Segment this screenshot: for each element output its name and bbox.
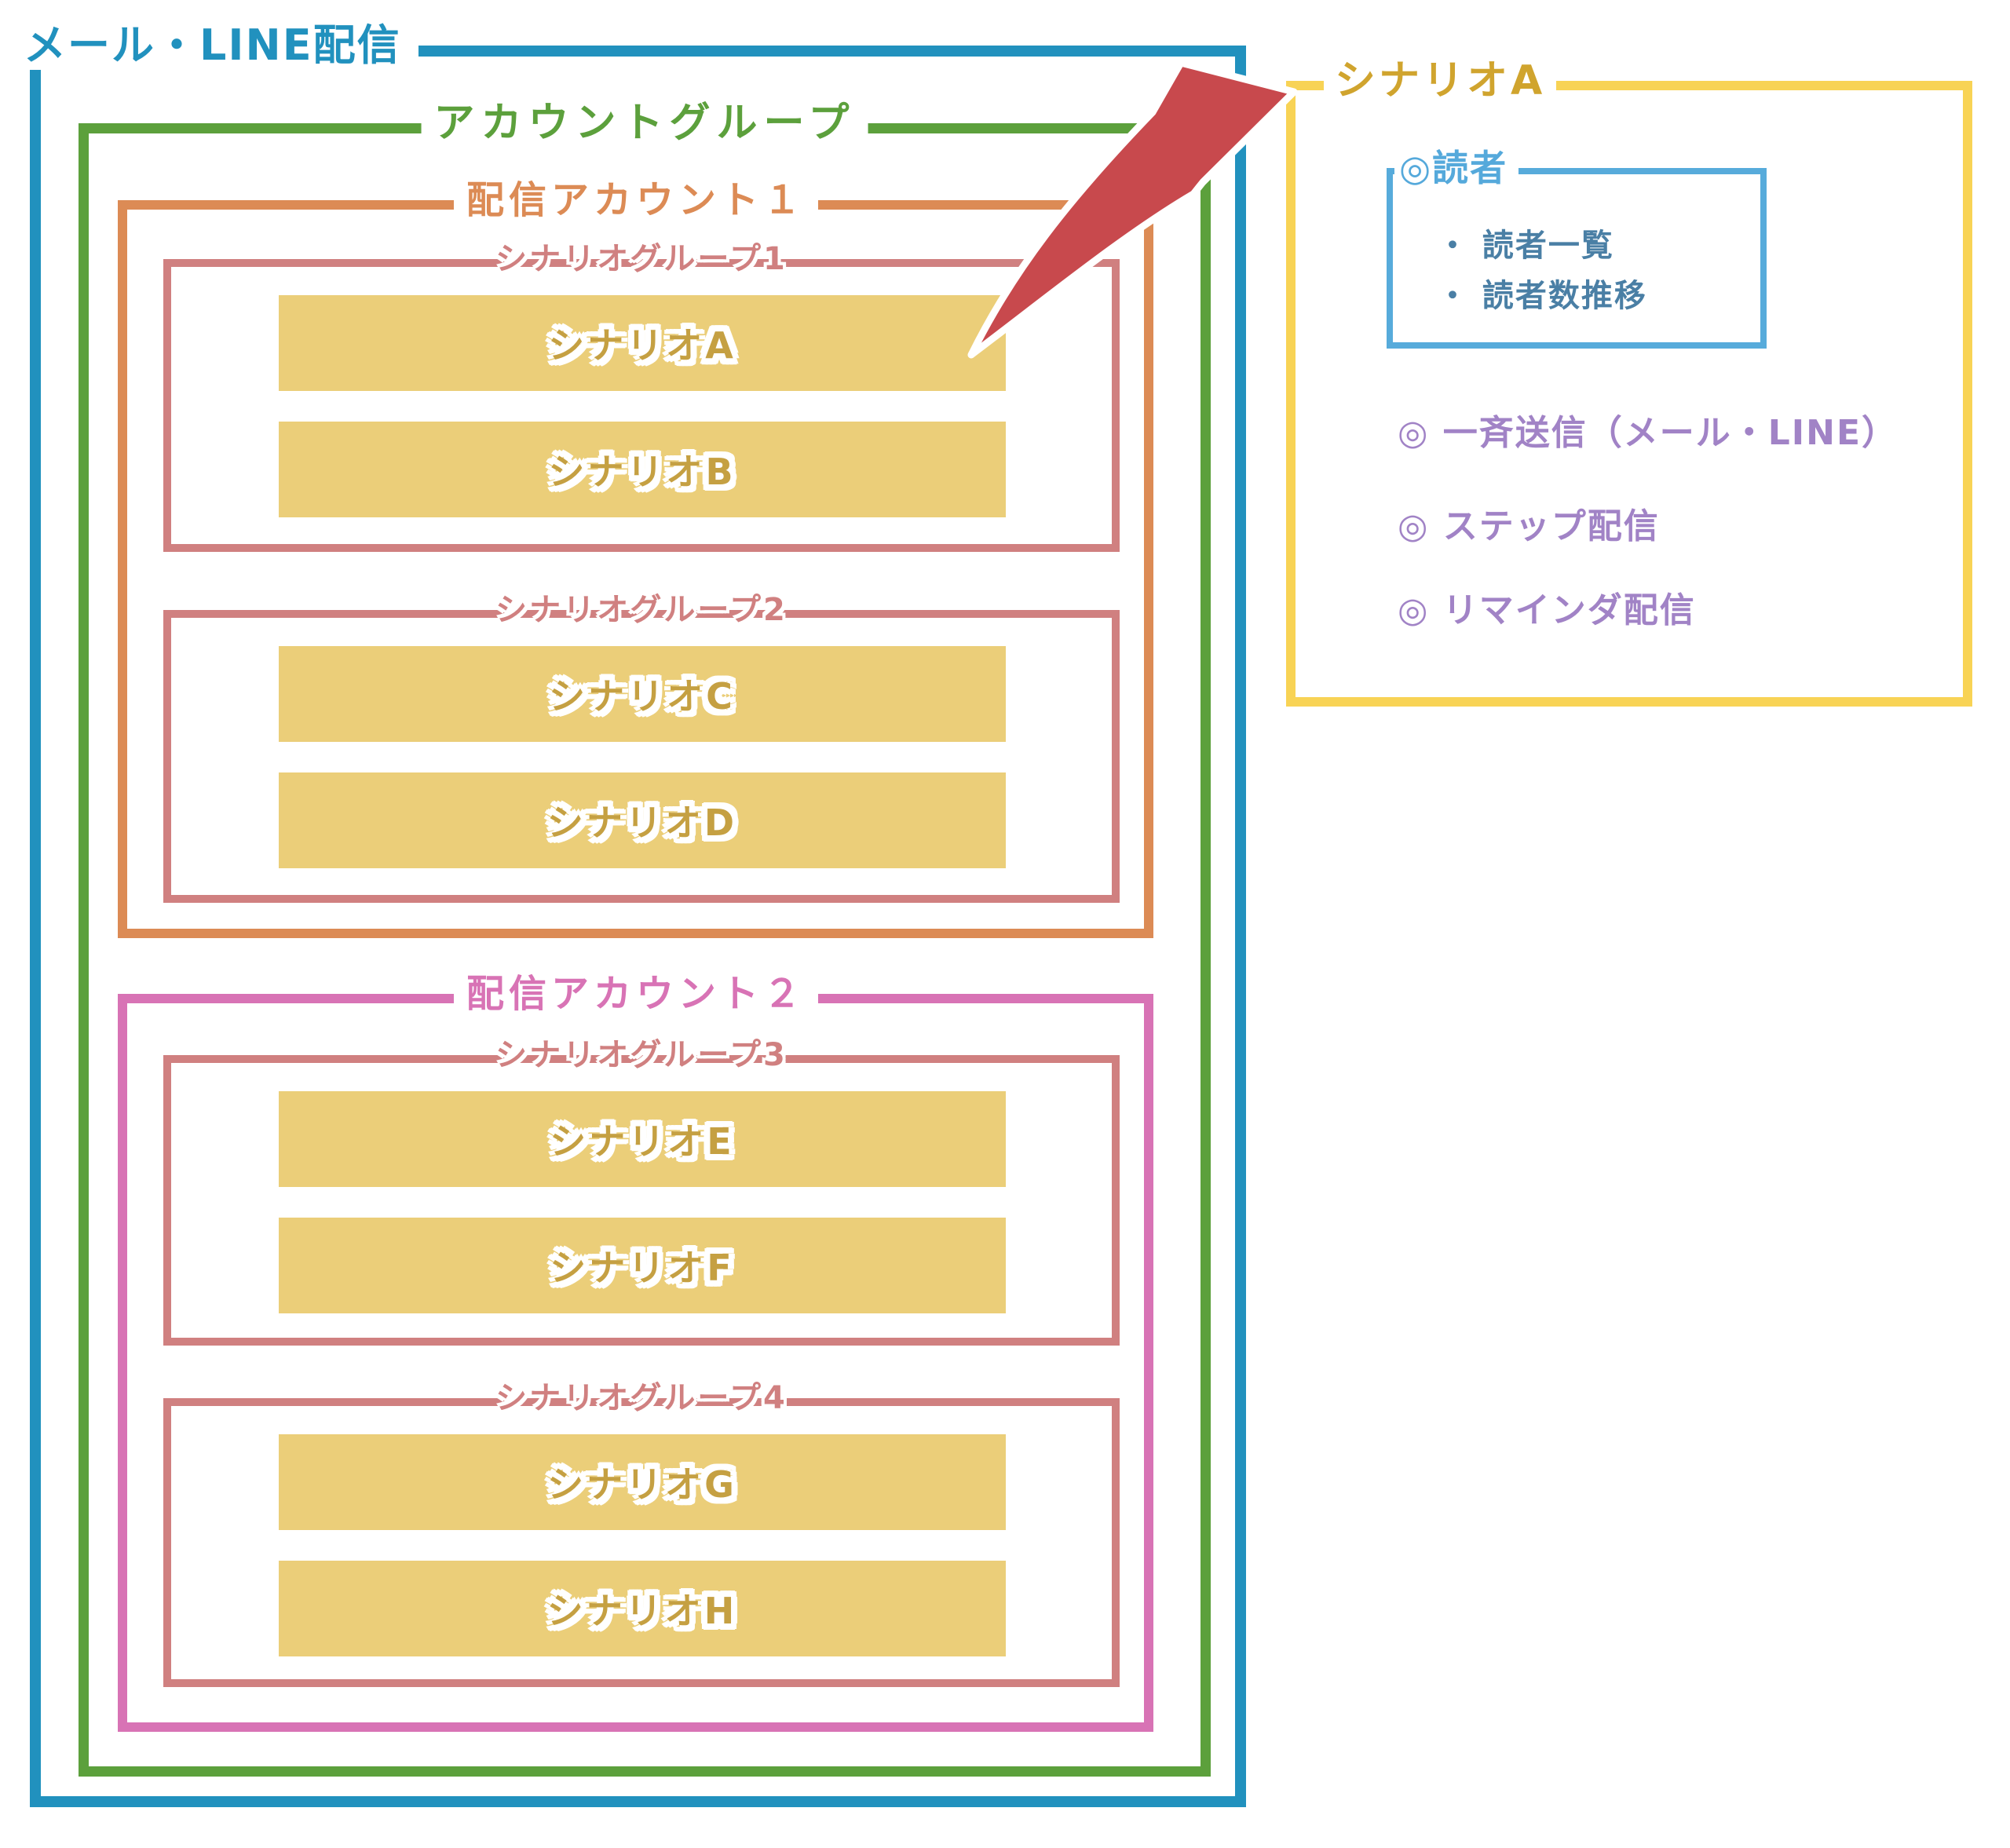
scenario-group-1-box	[163, 259, 1120, 552]
scenario-bar-b: シナリオB	[279, 422, 1006, 517]
scenario-group-2-title: シナリオグループ2	[495, 592, 788, 628]
scenario-group-3-title: シナリオグループ3	[495, 1037, 788, 1073]
delivery-account-1-title: 配信アカウント１	[453, 178, 819, 222]
scenario-bar-label: シナリオD	[546, 802, 738, 844]
scenario-bar-label: シナリオA	[548, 324, 736, 367]
scenario-bar-label: シナリオH	[546, 1590, 738, 1632]
scenario-group-1-title: シナリオグループ1	[495, 241, 788, 277]
account-group-title: アカウントグループ	[421, 100, 868, 147]
account-group-box	[79, 123, 1211, 1777]
scenario-bar-label: シナリオE	[550, 1120, 735, 1163]
scenario-bar-h: シナリオH	[279, 1561, 1006, 1656]
scenario-bar-d: シナリオD	[279, 772, 1006, 868]
scenario-group-2-box	[163, 610, 1120, 903]
scenario-group-4-title: シナリオグループ4	[495, 1380, 788, 1416]
scenario-a-detail-title: シナリオA	[1324, 57, 1557, 104]
reminder-delivery-item: ◎ リマインダ配信	[1398, 590, 1696, 630]
reader-list-item: ・ 読者一覧	[1437, 228, 1614, 264]
step-delivery-item: ◎ ステップ配信	[1398, 506, 1660, 546]
readers-title: ◎読者	[1394, 147, 1519, 189]
scenario-bar-label: シナリオG	[547, 1463, 737, 1506]
scenario-group-4-box	[163, 1398, 1120, 1687]
reader-trend-item: ・ 読者数推移	[1437, 278, 1647, 314]
scenario-bar-c: シナリオC	[279, 646, 1006, 742]
scenario-bar-label: シナリオF	[550, 1247, 735, 1289]
bulk-send-item: ◎ 一斉送信（メール・LINE）	[1398, 413, 1898, 453]
scenario-bar-label: シナリオB	[548, 451, 736, 493]
scenario-bar-e: シナリオE	[279, 1091, 1006, 1187]
scenario-group-3-box	[163, 1055, 1120, 1346]
readers-box	[1387, 168, 1767, 349]
scenario-bar-g: シナリオG	[279, 1434, 1006, 1530]
scenario-bar-f: シナリオF	[279, 1218, 1006, 1313]
delivery-account-2-title: 配信アカウント２	[453, 972, 819, 1016]
system-title: メール・LINE配信	[22, 21, 418, 70]
scenario-bar-label: シナリオC	[549, 675, 736, 718]
scenario-bar-a: シナリオA	[279, 295, 1006, 391]
